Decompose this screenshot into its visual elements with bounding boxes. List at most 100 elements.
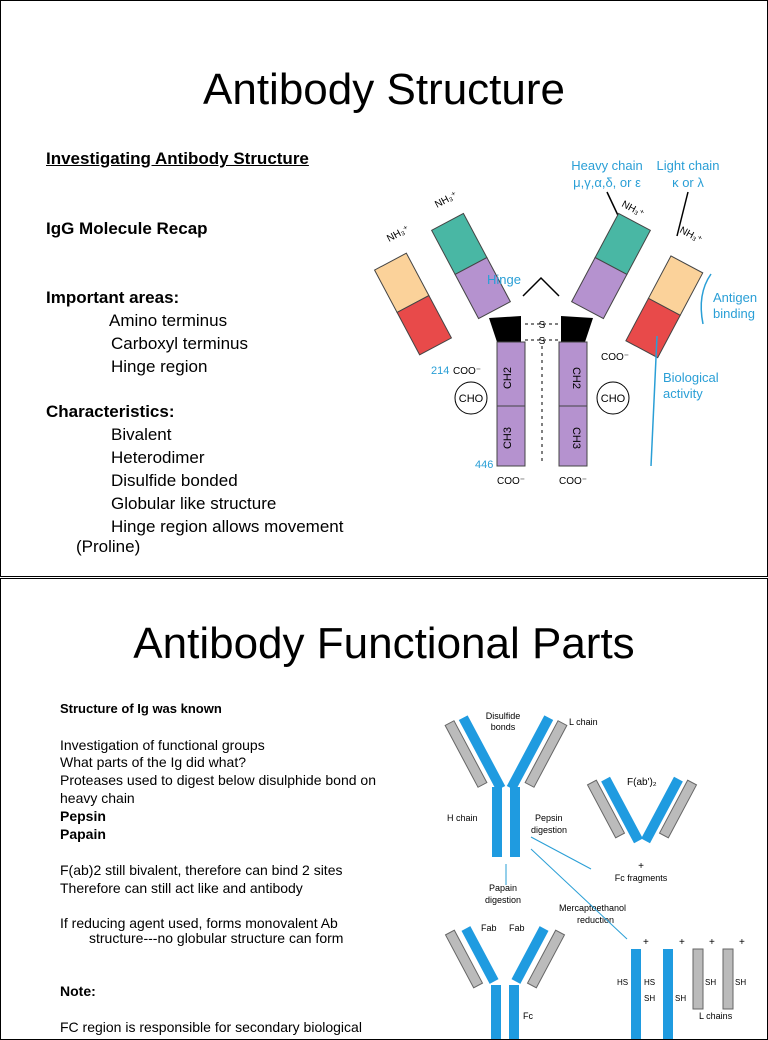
light-chain <box>444 720 488 788</box>
heavy-chain <box>461 926 499 984</box>
antigen-arrow <box>700 273 712 325</box>
light-chain <box>658 779 698 839</box>
mercapto-label: Mercaptoethanol <box>559 903 626 913</box>
fc-chain <box>509 985 519 1039</box>
heavy-chain-types: μ,γ,α,δ, or ε <box>573 175 641 190</box>
cho-group <box>454 381 488 415</box>
body-line: Proteases used to digest below disulphid… <box>60 772 376 788</box>
activity-label: activity <box>663 386 703 401</box>
slide-title: Antibody Functional Parts <box>133 619 635 668</box>
left-light-chain <box>373 252 453 356</box>
cl-domain <box>625 297 681 359</box>
sh-label: SH <box>644 994 655 1003</box>
right-heavy-chain-arm <box>570 212 652 320</box>
fc-label: Fc <box>523 1011 533 1021</box>
list-item: Disulfide bonded <box>111 471 238 490</box>
papain-digestion-label: digestion <box>485 895 521 905</box>
body-line: Investigation of functional groups <box>60 737 265 753</box>
heavy-chain <box>641 776 683 844</box>
residue-446: 446 <box>475 459 493 471</box>
mercapto-arrow <box>530 848 628 940</box>
ch2-label: CH2 <box>570 367 582 389</box>
list-item: Hinge region allows movement <box>111 517 344 536</box>
heavy-chain <box>506 715 554 791</box>
hinge-label: Hinge <box>487 272 521 287</box>
disulfide-label: S <box>539 336 546 347</box>
heavy-chain-label: Heavy chain <box>571 158 643 173</box>
ch3-label: CH3 <box>570 427 582 449</box>
coo-label: COO⁻ <box>497 476 525 487</box>
pepsin-arrow <box>530 836 592 870</box>
pepsin-label: Pepsin <box>535 813 563 823</box>
light-chain <box>526 929 566 989</box>
heavy-chain <box>458 715 506 791</box>
l-chain-label: L chain <box>569 717 598 727</box>
list-item: Hinge region <box>111 357 208 376</box>
section-heading: Structure of Ig was known <box>60 701 222 716</box>
heavy-chain <box>663 949 673 1039</box>
ch1-domain <box>570 256 628 320</box>
sh-label: SH <box>675 994 686 1003</box>
hinge-region <box>561 316 593 342</box>
enzyme-pepsin: Pepsin <box>60 808 106 824</box>
body-line: If reducing agent used, forms monovalent… <box>60 915 338 931</box>
subtitle: Investigating Antibody Structure <box>46 149 309 168</box>
plus-sign: + <box>643 937 649 948</box>
fab-fragments <box>444 926 566 1039</box>
light-chain-label: Light chain <box>657 158 720 173</box>
body-line: structure---no globular structure can fo… <box>89 930 344 946</box>
nh3-label: NH₃⁺ <box>678 225 704 246</box>
igg-structure-diagram: Heavy chain μ,γ,α,δ, or ε Light chain κ … <box>373 158 757 487</box>
heavy-chain <box>601 776 643 844</box>
papain-label: Papain <box>489 883 517 893</box>
antigen-label: Antigen <box>713 290 757 305</box>
note-heading: Note: <box>60 983 96 999</box>
list-item: Amino terminus <box>109 311 228 330</box>
fc-chain <box>491 985 501 1039</box>
note-text: FC region is responsible for secondary b… <box>60 1019 362 1035</box>
nh3-label: NH₃⁺ <box>385 224 411 245</box>
fc-fragments-label: Fc fragments <box>615 873 668 883</box>
plus-sign: + <box>709 937 715 948</box>
coo-label: COO⁻ <box>601 352 629 363</box>
fab2-label: F(ab')₂ <box>627 777 657 788</box>
h-chain-label: H chain <box>447 813 478 823</box>
hs-label: HS <box>644 978 655 987</box>
residue-214: 214 <box>431 365 449 377</box>
intact-antibody <box>444 715 568 857</box>
heavy-chain-fc <box>492 787 502 857</box>
fab-label: Fab <box>509 923 525 933</box>
light-chain <box>444 929 484 989</box>
list-item-note: (Proline) <box>76 537 141 556</box>
ch3-domain <box>558 405 588 467</box>
fab2-fragment <box>586 776 698 844</box>
cho-label: CHO <box>459 393 484 405</box>
heavy-chain <box>511 926 549 984</box>
characteristics-heading: Characteristics: <box>46 402 175 421</box>
slide-antibody-structure: Antibody Structure Investigating Antibod… <box>0 0 768 577</box>
hs-label: HS <box>617 978 628 987</box>
ch1-domain <box>454 256 512 320</box>
heavy-chain <box>631 949 641 1039</box>
coo-label: COO⁻ <box>559 476 587 487</box>
plus-sign: + <box>739 937 745 948</box>
light-chain <box>692 948 704 1010</box>
reduction-label: reduction <box>577 915 614 925</box>
right-light-chain <box>625 255 704 359</box>
disulfide-label: S <box>539 320 546 331</box>
hinge-link <box>522 276 560 297</box>
slide-title: Antibody Structure <box>203 65 565 114</box>
cho-group <box>596 381 630 415</box>
list-item: Bivalent <box>111 425 172 444</box>
left-heavy-chain-arm <box>430 212 512 320</box>
digestion-diagram: Disulfide bonds L chain H chain Pepsin d… <box>444 711 746 1039</box>
ch2-label: CH2 <box>502 367 514 389</box>
cl-domain <box>396 294 453 356</box>
light-chain <box>524 720 568 788</box>
heavy-chain-fc <box>510 787 520 857</box>
biological-label: Biological <box>663 370 719 385</box>
binding-label: binding <box>713 306 755 321</box>
activity-arrow <box>650 335 658 467</box>
sh-label: SH <box>735 978 746 987</box>
light-chain-types: κ or λ <box>672 175 704 190</box>
